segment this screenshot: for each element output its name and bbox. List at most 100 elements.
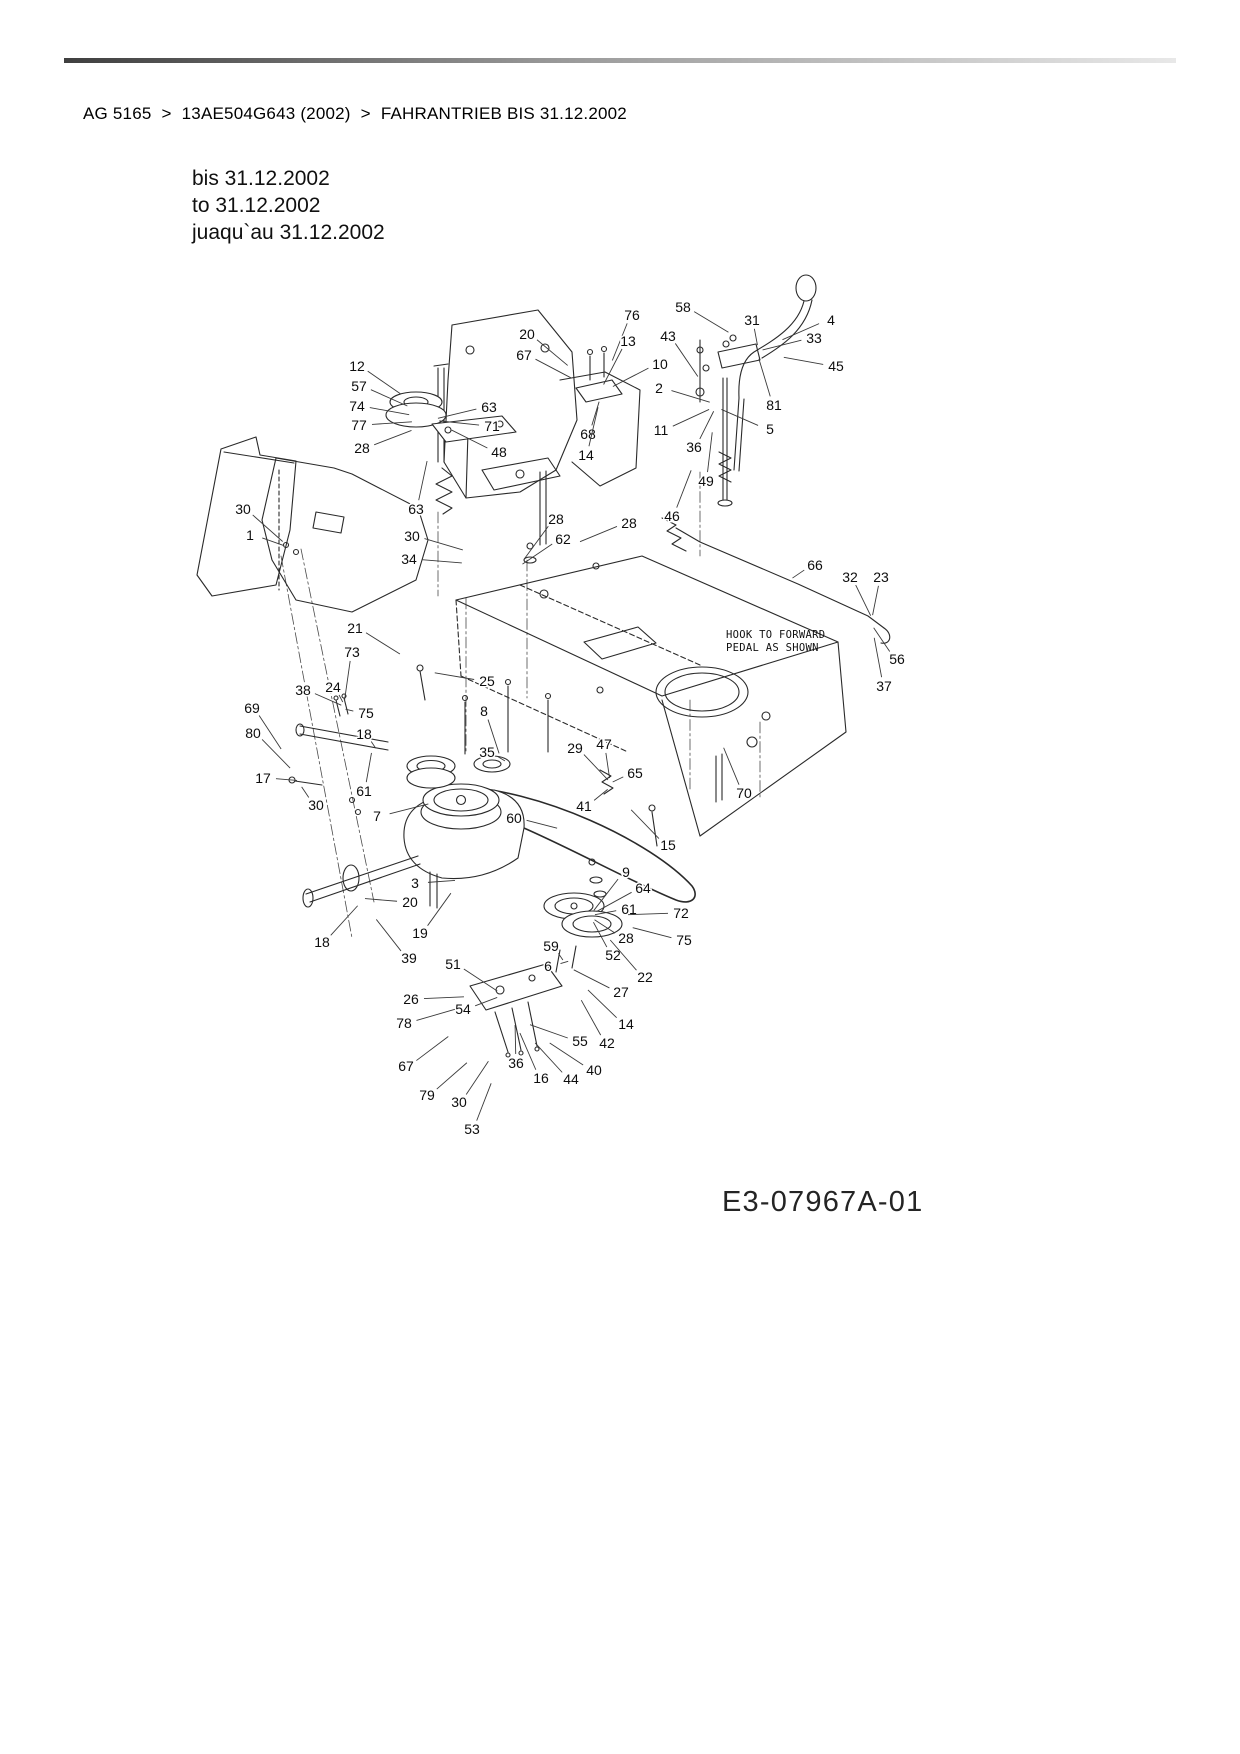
part-callout-22: 22 — [637, 969, 653, 985]
part-callout-19: 19 — [412, 925, 428, 941]
part-callout-37: 37 — [876, 678, 892, 694]
callout-leader-60 — [526, 819, 558, 829]
callout-leader-65 — [612, 776, 624, 783]
idler-pulleys-art — [469, 858, 623, 1058]
callout-leader-56 — [873, 627, 891, 652]
callout-leader-38 — [314, 693, 342, 706]
part-callout-17: 17 — [255, 770, 271, 786]
part-callout-43: 43 — [660, 328, 676, 344]
annotation-line-2: PEDAL AS SHOWN — [726, 641, 819, 654]
breadcrumb-item-model[interactable]: AG 5165 — [83, 104, 152, 123]
axle-art — [295, 723, 421, 908]
callout-leader-75 — [632, 927, 672, 939]
part-callout-72: 72 — [673, 905, 689, 921]
part-callout-51: 51 — [445, 956, 461, 972]
callout-leader-51 — [463, 968, 498, 992]
breadcrumb: AG 5165>13AE504G643 (2002)>FAHRANTRIEB B… — [83, 104, 627, 124]
callout-leader-59 — [557, 953, 564, 961]
part-callout-36: 36 — [508, 1055, 524, 1071]
callout-leader-28 — [594, 919, 616, 934]
callout-leader-49 — [707, 432, 713, 473]
part-callout-36: 36 — [686, 439, 702, 455]
part-callout-30: 30 — [235, 501, 251, 517]
part-callout-27: 27 — [613, 984, 629, 1000]
chassis-art — [455, 555, 847, 837]
callout-leader-75 — [345, 708, 354, 712]
part-callout-47: 47 — [596, 736, 612, 752]
callout-leader-61 — [594, 910, 617, 916]
callout-leader-2 — [671, 390, 710, 403]
part-callout-21: 21 — [347, 620, 363, 636]
part-callout-12: 12 — [349, 358, 365, 374]
part-callout-81: 81 — [766, 397, 782, 413]
hardware-art — [288, 542, 658, 847]
part-callout-26: 26 — [403, 991, 419, 1007]
callout-leader-57 — [370, 389, 408, 407]
linkage-art — [661, 274, 891, 644]
callout-leader-44 — [534, 1042, 563, 1073]
callout-leader-20 — [364, 898, 398, 902]
callout-leader-48 — [451, 429, 488, 449]
callout-leader-14 — [587, 989, 617, 1019]
part-callout-56: 56 — [889, 651, 905, 667]
part-callout-4: 4 — [827, 312, 835, 328]
validity-line-en: to 31.12.2002 — [192, 194, 321, 217]
callout-leader-78 — [416, 1008, 456, 1021]
callout-leader-69 — [258, 715, 282, 750]
part-callout-14: 14 — [618, 1016, 634, 1032]
part-callout-75: 75 — [676, 932, 692, 948]
part-callout-24: 24 — [325, 679, 341, 695]
callout-leader-67 — [535, 358, 572, 379]
part-callout-63: 63 — [481, 399, 497, 415]
part-callout-33: 33 — [806, 330, 822, 346]
callout-leader-30 — [301, 786, 310, 798]
part-callout-54: 54 — [455, 1001, 471, 1017]
part-callout-41: 41 — [576, 798, 592, 814]
part-callout-44: 44 — [563, 1071, 579, 1087]
callout-leader-29 — [583, 754, 609, 781]
callout-leader-68 — [591, 401, 600, 426]
part-callout-70: 70 — [736, 785, 752, 801]
callout-leader-36 — [514, 1024, 517, 1055]
part-callout-16: 16 — [533, 1070, 549, 1086]
part-callout-74: 74 — [349, 398, 365, 414]
callout-leader-6 — [560, 960, 569, 964]
part-callout-31: 31 — [744, 312, 760, 328]
part-callout-3: 3 — [411, 875, 419, 891]
callout-leader-76 — [611, 323, 628, 361]
part-callout-69: 69 — [244, 700, 260, 716]
part-callout-18: 18 — [356, 726, 372, 742]
callout-leader-55 — [529, 1024, 568, 1039]
projection-lines-art — [280, 471, 761, 939]
part-callout-23: 23 — [873, 569, 889, 585]
breadcrumb-item-serial[interactable]: 13AE504G643 (2002) — [181, 104, 351, 123]
callout-leader-45 — [783, 356, 824, 365]
callout-leader-63 — [437, 408, 477, 419]
part-callout-67: 67 — [516, 347, 532, 363]
part-callout-77: 77 — [351, 417, 367, 433]
callout-leader-21 — [365, 632, 401, 655]
top-rule — [64, 58, 1176, 63]
callout-leader-25 — [434, 672, 475, 680]
callout-leader-17 — [275, 778, 298, 781]
side-panels-art — [196, 436, 429, 613]
upper-bracket-art — [385, 309, 641, 546]
part-callout-30: 30 — [308, 797, 324, 813]
part-callout-45: 45 — [828, 358, 844, 374]
part-callout-68: 68 — [580, 426, 596, 442]
callout-leader-40 — [549, 1042, 584, 1066]
callout-leader-32 — [855, 584, 872, 616]
exploded-parts-drawing: 7613583143433104528111536494666322356372… — [196, 274, 907, 1139]
callout-leader-9 — [593, 878, 619, 911]
callout-leader-28 — [579, 526, 618, 543]
validity-line-de: bis 31.12.2002 — [192, 167, 330, 190]
part-callout-73: 73 — [344, 644, 360, 660]
part-callout-67: 67 — [398, 1058, 414, 1074]
part-callout-32: 32 — [842, 569, 858, 585]
part-callout-6: 6 — [544, 958, 552, 974]
callout-leader-20 — [536, 339, 568, 366]
part-callout-66: 66 — [807, 557, 823, 573]
callout-leader-34 — [421, 559, 462, 564]
callout-leader-10 — [612, 367, 649, 387]
